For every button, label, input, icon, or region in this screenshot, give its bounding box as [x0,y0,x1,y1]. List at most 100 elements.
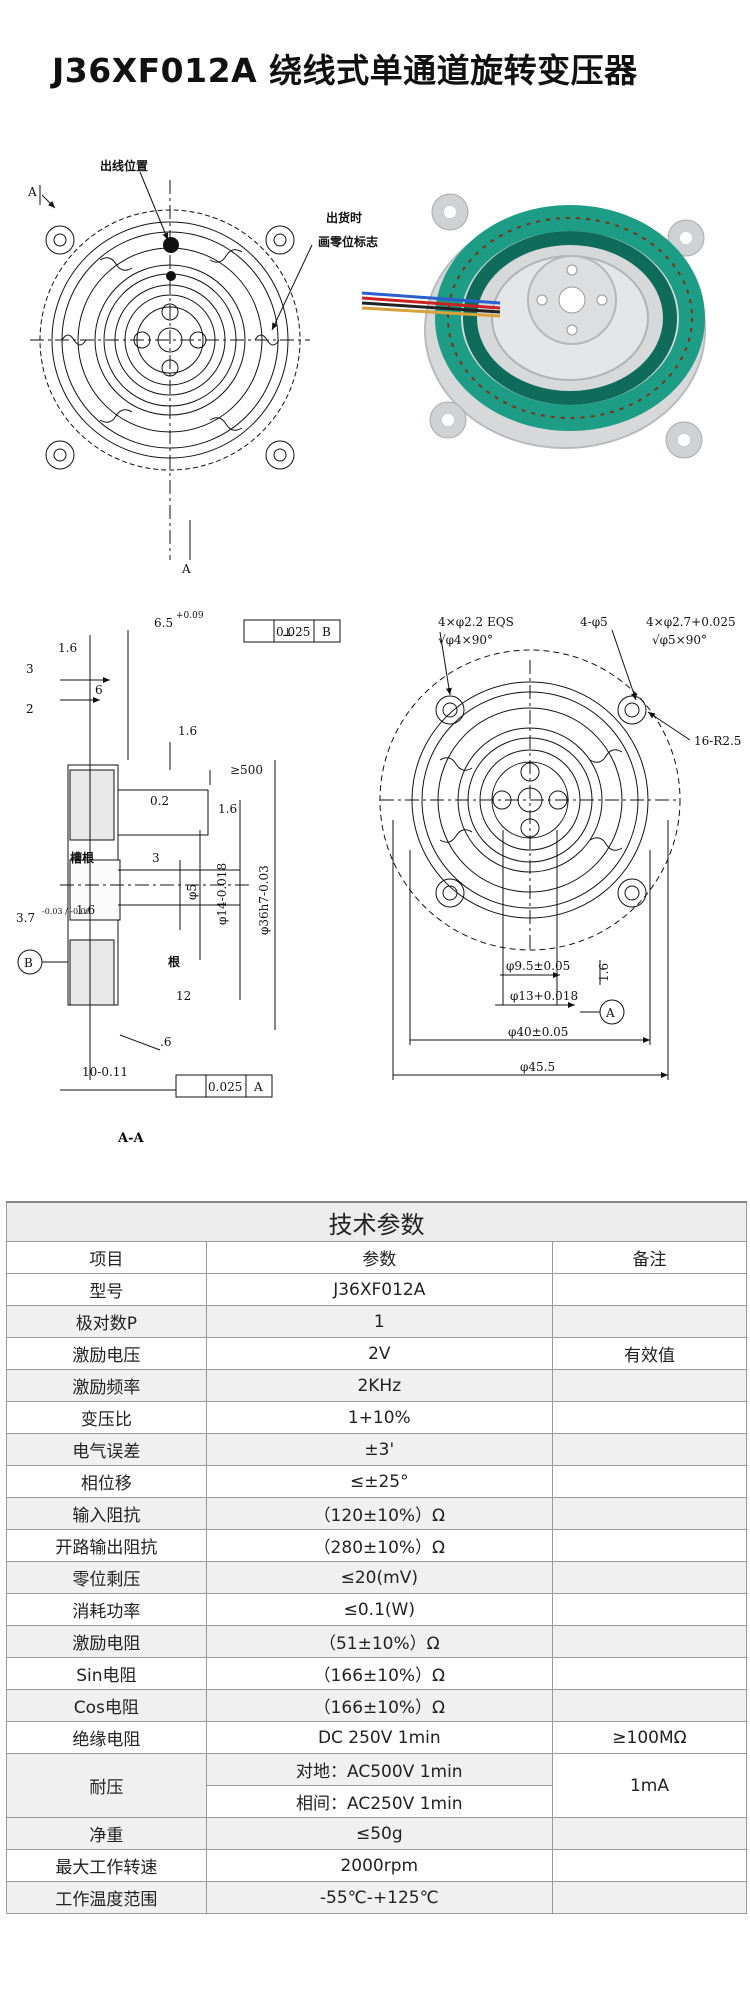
cell-item: 零位剩压 [6,1561,207,1594]
datum-b: B [24,956,33,970]
table-row: 输入阻抗（120±10%）Ω [6,1497,748,1530]
cell-value: ±3' [205,1433,553,1466]
cell-note [551,1273,748,1306]
cell-value: 2V [205,1337,553,1370]
cell-item: 绝缘电阻 [6,1721,207,1754]
cell-item: 激励频率 [6,1369,207,1402]
front-view-bottom [379,629,691,1080]
header-note: 备注 [551,1241,748,1274]
cell-note [551,1305,748,1338]
dim-holes-3b: √φ5×90° [652,633,707,647]
cell-value: ≤50g [205,1817,553,1850]
cell-value: J36XF012A [205,1273,553,1306]
dim-phi36: φ36h7-0.03 [257,865,271,935]
cell-note [551,1625,748,1658]
dim-phi14: φ14-0.018 [215,863,229,925]
cell-item: 型号 [6,1273,207,1306]
cell-item: 激励电阻 [6,1625,207,1658]
cell-note [551,1401,748,1434]
dim-1-6-d: 1.6 [76,903,95,917]
cell-item: Cos电阻 [6,1689,207,1722]
cell-item: 变压比 [6,1401,207,1434]
cell-note [551,1497,748,1530]
table-row: 电气误差±3' [6,1433,748,1466]
cell-note [551,1881,748,1914]
dim-holes-1b: √φ4×90° [438,633,493,647]
table-row: 消耗功率≤0.1(W) [6,1593,748,1626]
cell-value: ≤20(mV) [205,1561,553,1594]
cell-item: 最大工作转速 [6,1849,207,1882]
dim-holes-1: 4×φ2.2 EQS [438,615,514,629]
dim-holes-3: 4×φ2.7+0.025 [646,615,736,629]
cell-note: 1mA [551,1753,748,1818]
dim-10: 10-0.11 [82,1065,128,1079]
cell-item: 工作温度范围 [6,1881,207,1914]
dim-3: 3 [26,662,34,676]
table-row: 净重≤50g [6,1817,748,1850]
dim-6-5-tol: +0.09 [176,611,204,621]
table-row-withstand-2: 相间：AC250V 1min [7,1785,747,1818]
dim-1-6-b: 1.6 [178,724,197,738]
dim-flat-ref-bottom: A [253,1080,263,1094]
flatness-symbol-top: ⊥ [282,625,293,639]
cell-note: 有效值 [551,1337,748,1370]
cell-value: ≤±25° [205,1465,553,1498]
table-row: 相位移≤±25° [6,1465,748,1498]
cell-value: DC 250V 1min [205,1721,553,1754]
datum-a: A [605,1006,615,1020]
cell-item: 电气误差 [6,1433,207,1466]
table-row-withstand: 耐压 对地：AC500V 1min 1mA [6,1753,748,1818]
header-value: 参数 [205,1241,553,1274]
cell-item: 消耗功率 [6,1593,207,1626]
dim-phi5: φ5 [185,884,199,900]
technical-drawing: 出线位置 出货时 画零位标志 A A [16,158,741,1146]
dim-06: .6 [160,1035,171,1049]
label-groove: 槽根 [70,850,94,865]
cell-item: 开路输出阻抗 [6,1529,207,1562]
table-row: 激励电阻（51±10%）Ω [6,1625,748,1658]
dim-phi9-5: φ9.5±0.05 [506,959,570,973]
table-row: 开路输出阻抗（280±10%）Ω [6,1529,748,1562]
cell-note: ≥100MΩ [551,1721,748,1754]
dim-1-6-e: 1.6 [597,963,611,982]
cell-value: （280±10%）Ω [205,1529,553,1562]
cell-note [551,1817,748,1850]
cell-value: （51±10%）Ω [205,1625,553,1658]
cell-value: （166±10%）Ω [205,1689,553,1722]
dim-r2-5: 16-R2.5 [694,734,741,748]
label-outlet-position: 出线位置 [100,158,148,173]
cell-note [551,1561,748,1594]
cell-value: -55℃-+125℃ [205,1881,553,1914]
cell-value: 2KHz [205,1369,553,1402]
label-root: 根 [168,954,180,969]
dim-0-2: 0.2 [150,794,169,808]
cell-item: 激励电压 [6,1337,207,1370]
page-title: J36XF012A 绕线式单通道旋转变压器 [52,51,638,90]
label-section-a-top: A [27,185,37,199]
table-row: Cos电阻（166±10%）Ω [6,1689,748,1722]
dim-flatness-top: 0.025 [276,625,310,639]
dim-1-6-a: 1.6 [58,641,77,655]
label-zero-mark-1: 出货时 [326,210,362,225]
cell-value: 2000rpm [205,1849,553,1882]
header-item: 项目 [6,1241,207,1274]
cell-item: 相位移 [6,1465,207,1498]
cell-note [551,1433,748,1466]
cell-note [551,1465,748,1498]
dim-flat-ref-top: B [322,625,331,639]
cell-value: ≤0.1(W) [205,1593,553,1626]
cell-note [551,1593,748,1626]
cell-value: （120±10%）Ω [205,1497,553,1530]
dim-3-7: 3.7 [16,911,35,925]
dim-6-5: 6.5 [154,616,173,630]
cell-item: 净重 [6,1817,207,1850]
dim-3-b: 3 [152,851,160,865]
